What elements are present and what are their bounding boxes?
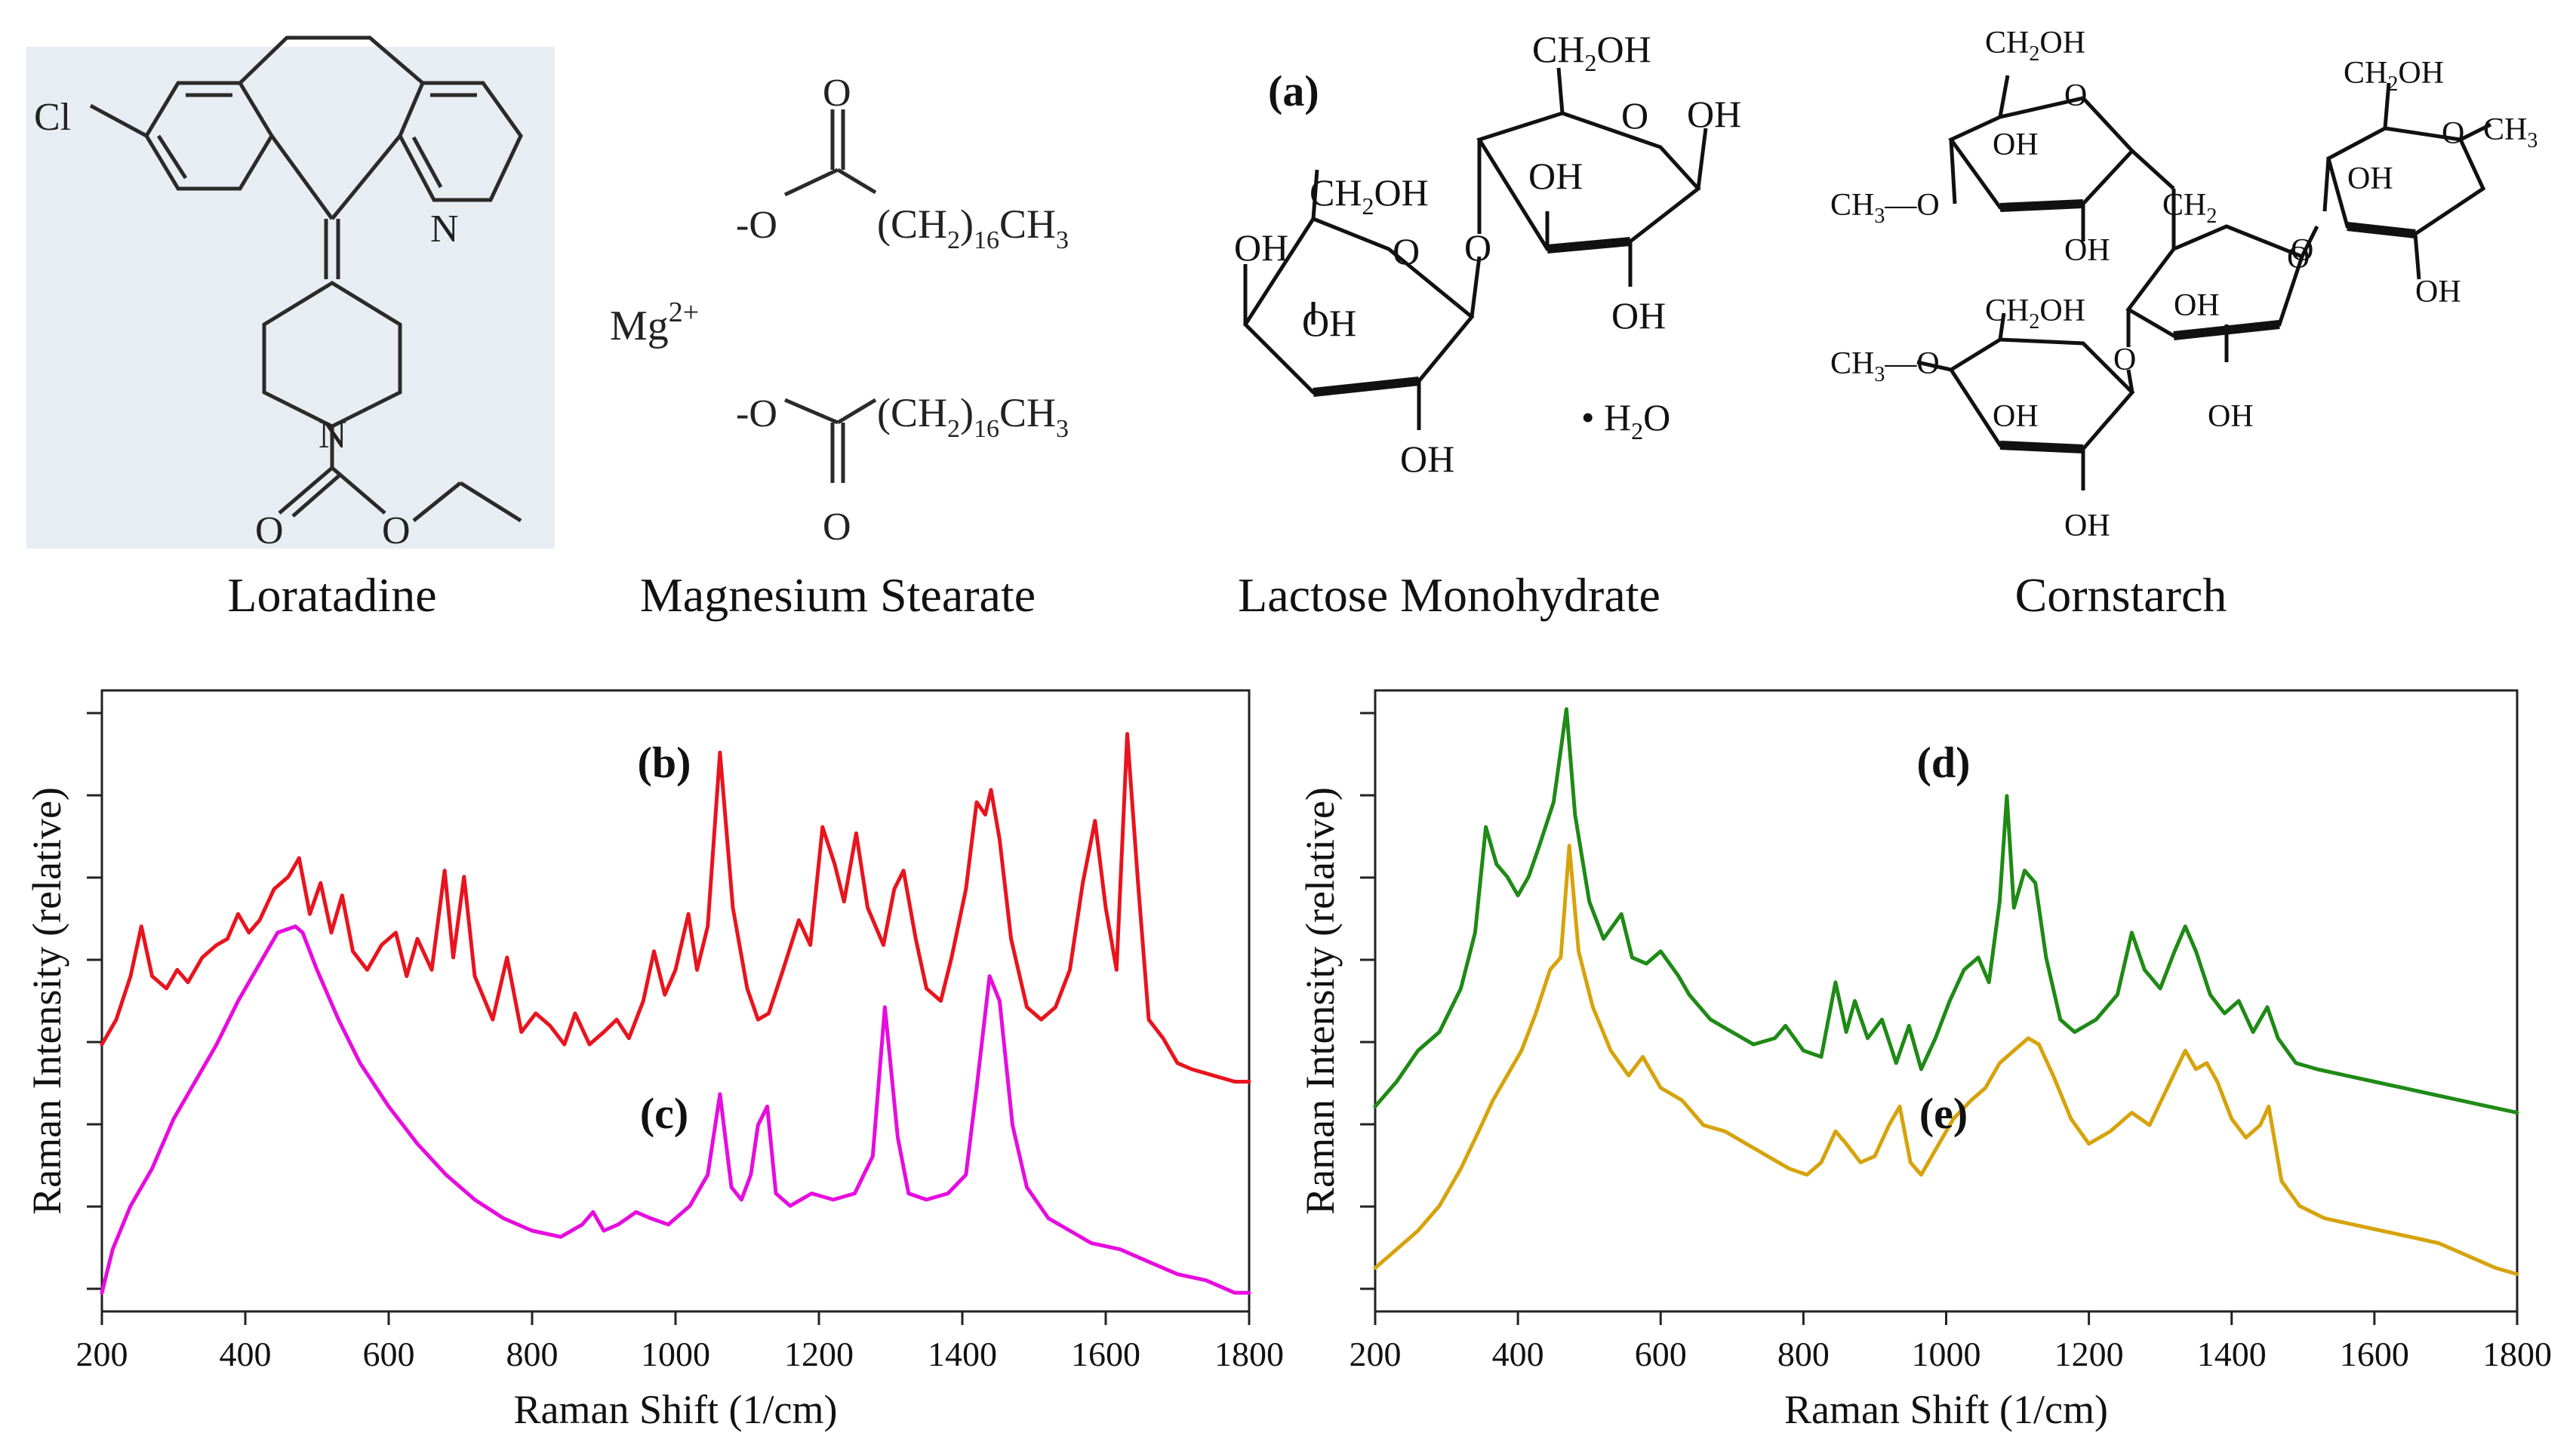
x-tick-label: 800 [506,1335,559,1373]
cornstarch-oh-8: OH [2064,509,2110,543]
x-axis-label: Raman Shift (1/cm) [514,1387,838,1432]
lactose-monohydrate-structure: (a) CH2OH CH2OH OH OH OH OH OH OH O O O … [1234,28,1741,480]
x-tick-label: 1000 [641,1335,710,1373]
x-tick-label: 1800 [2482,1335,2552,1373]
x-tick-label: 400 [1492,1335,1544,1373]
lactose-panel-label: (a) [1268,66,1319,115]
x-tick-label: 1400 [928,1335,997,1373]
structure-name-magnesium-stearate: Magnesium Stearate [640,568,1036,622]
cornstarch-ch3o-top: CH3—O [1830,188,1940,228]
cornstarch-oh-7: OH [1993,399,2039,434]
lactose-ring-o-left: O [1393,230,1420,272]
cornstarch-oh-6: OH [2415,275,2461,309]
cornstarch-ch2-bridge: CH2 [2162,188,2217,228]
loratadine-atom-n-piperidine: N [319,414,347,457]
x-axis-label: Raman Shift (1/cm) [1784,1387,2108,1432]
x-tick-label: 1000 [1912,1335,1981,1373]
x-tick-label: 1600 [1071,1335,1140,1373]
panel-label: (b) [638,738,691,787]
panel-label: (e) [1919,1089,1968,1138]
cornstarch-ch2oh-2: CH2OH [2344,56,2444,96]
x-tick-label: 600 [1635,1335,1687,1373]
stearate-bottom-carbonyl-o: O [823,506,851,549]
stearate-top-anion-o: -O [736,204,777,247]
cornstarch-ring-o-3: O [2442,116,2464,151]
cornstarch-ring-o-1: O [2064,78,2087,113]
panel-label: (d) [1917,738,1971,787]
y-axis-label: Raman Intensity (relative) [1297,787,1343,1215]
loratadine-atom-cl: Cl [34,96,71,139]
x-tick-label: 800 [1777,1335,1830,1373]
stearate-top-carbonyl-o: O [823,72,851,115]
cornstarch-ch3o-bottom: CH3—O [1830,346,1940,386]
x-tick-label: 1400 [2197,1335,2267,1373]
x-tick-label: 600 [363,1335,415,1373]
lactose-water: • H2O [1581,396,1670,444]
lactose-glycosidic-o: O [1464,226,1491,269]
cornstarch-ch2oh-1: CH2OH [1985,26,2085,66]
lactose-ch2oh-left: CH2OH [1310,171,1429,220]
structure-name-lactose-monohydrate: Lactose Monohydrate [1238,568,1660,622]
chemical-structures: Cl N N O O O -O (CH2)16CH3 Mg2+ -O (CH [26,26,2538,622]
cornstarch-oh-2: OH [2064,233,2110,268]
structure-name-cornstarch: Cornstarch [2015,568,2227,622]
cornstarch-oh-3: OH [2174,288,2220,323]
x-tick-label: 1600 [2340,1335,2409,1373]
cornstarch-ch2oh-3: CH2OH [1985,294,2085,334]
lactose-oh-6: OH [1611,294,1666,337]
cornstarch-structure: CH2OH CH2OH CH2OH CH2 CH3—O CH3—O CH3 OH… [1830,26,2538,543]
magnesium-stearate-structure: O -O (CH2)16CH3 Mg2+ -O (CH2)16CH3 O [610,72,1069,549]
x-tick-label: 1200 [784,1335,854,1373]
lactose-oh-5: OH [1687,93,1741,135]
loratadine-structure: Cl N N O O [26,35,555,552]
loratadine-background [26,47,555,549]
stearate-bottom-chain: (CH2)16CH3 [877,390,1069,443]
cornstarch-ring-o-2: O [2291,233,2313,268]
cornstarch-glyco-o-1: O [2287,241,2310,275]
cornstarch-oh-5: OH [2347,161,2393,196]
lactose-oh-2: OH [1302,302,1356,344]
magnesium-ion: Mg2+ [610,297,699,349]
cornstarch-oh-1: OH [1993,128,2039,162]
stearate-bottom-anion-o: -O [736,392,777,435]
panel-label: (c) [640,1089,688,1138]
lactose-oh-3: OH [1400,438,1454,480]
lactose-ch2oh-right: CH2OH [1532,28,1651,76]
y-axis-label: Raman Intensity (relative) [24,787,69,1215]
lactose-oh-1: OH [1234,226,1288,269]
lactose-ring-o-right: O [1621,94,1648,137]
x-tick-label: 1200 [2054,1335,2124,1373]
stearate-top-chain: (CH2)16CH3 [877,201,1069,254]
x-tick-label: 200 [1350,1335,1402,1373]
loratadine-atom-n-pyridine: N [430,208,459,251]
cornstarch-ch3-right: CH3 [2483,112,2538,152]
series-line-1 [1373,707,2519,1115]
loratadine-atom-o-ester: O [382,509,411,552]
lactose-oh-4: OH [1528,155,1583,197]
x-tick-label: 1800 [1214,1335,1284,1373]
loratadine-atom-o-carbonyl: O [255,509,284,552]
cornstarch-glyco-o-2: O [2113,343,2136,377]
structure-name-loratadine: Loratadine [227,568,436,622]
series-line-2 [1373,844,2519,1277]
cornstarch-oh-4: OH [2208,399,2254,434]
series-line-2 [100,924,1251,1295]
x-tick-label: 400 [220,1335,272,1373]
x-tick-label: 200 [76,1335,128,1373]
series-line-1 [100,732,1251,1084]
